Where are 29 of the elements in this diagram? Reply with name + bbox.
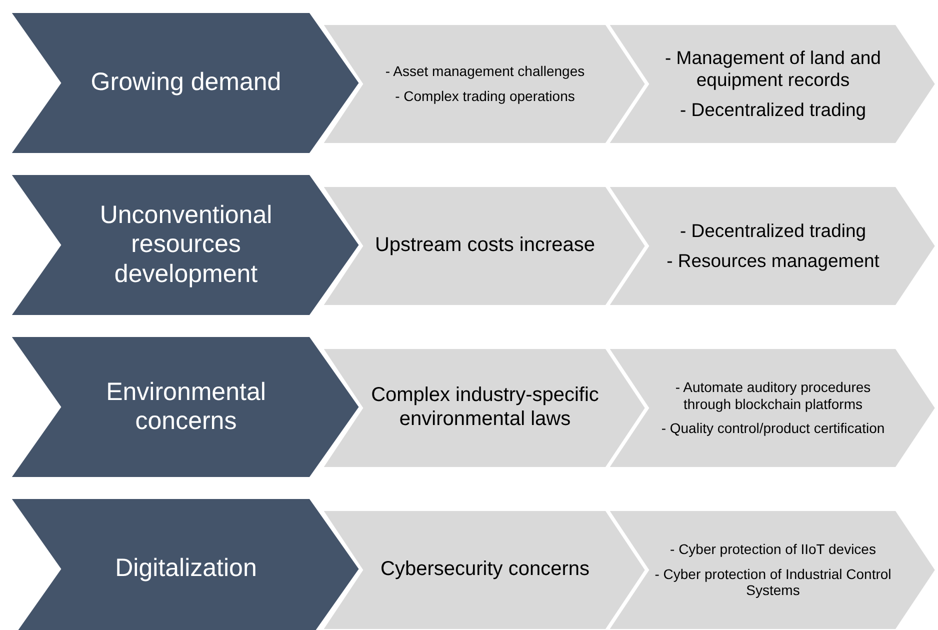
chevron-step xyxy=(10,498,360,630)
step-text: Complex industry-specific environmental laws xyxy=(370,384,600,432)
step-text: - Asset management challenges xyxy=(385,63,585,80)
step-text: - Cyber protection of IIoT devices xyxy=(670,541,876,558)
chevron-step xyxy=(608,186,936,306)
step-text: - Decentralized trading xyxy=(680,220,866,242)
chevron-step xyxy=(322,186,646,306)
step-text: - Resources management xyxy=(666,250,880,272)
step-text: - Complex trading operations xyxy=(395,88,575,105)
chevron-step xyxy=(608,348,936,468)
step-text: - Automate auditory procedures through blockchain platforms xyxy=(674,379,872,412)
chevron-step xyxy=(608,510,936,630)
chevron-step xyxy=(10,336,360,478)
step-text: - Quality control/product certification xyxy=(661,420,885,437)
step-text: - Decentralized trading xyxy=(680,98,866,121)
chevron-step xyxy=(322,24,646,144)
step-text: Unconventional resources development xyxy=(98,200,274,290)
step-text: - Cyber protection of Industrial Control Systems xyxy=(654,566,892,599)
step-text: Cybersecurity concerns xyxy=(380,558,590,582)
chevron-step xyxy=(322,348,646,468)
step-text: Digitalization xyxy=(115,554,257,584)
chevron-step xyxy=(608,24,936,144)
chevron-step xyxy=(10,174,360,316)
step-text: Growing demand xyxy=(90,68,282,98)
step-text: Upstream costs increase xyxy=(374,234,596,258)
chevron-step xyxy=(10,12,360,154)
step-text: Environmental concerns xyxy=(105,378,267,436)
step-text: - Management of land and equipment records xyxy=(664,47,882,91)
chevron-step xyxy=(322,510,646,630)
